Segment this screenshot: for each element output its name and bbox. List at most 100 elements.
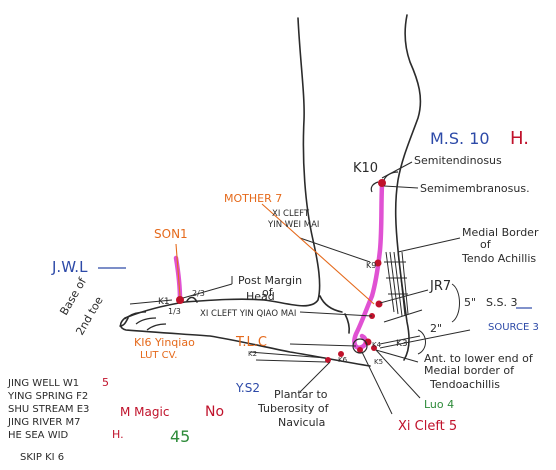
label-medial-border-3: Tendo Achillis xyxy=(461,252,536,265)
point-k9 xyxy=(374,259,382,267)
label-5inch: 5" xyxy=(464,296,476,309)
label-ys2: Y.S2 xyxy=(235,381,260,395)
acupoints xyxy=(176,179,386,363)
label-ms10: M.S. 10 xyxy=(430,129,490,148)
label-ss3: S.S. 3 xyxy=(486,296,517,309)
legend-skip-ki6: SKIP KI 6 xyxy=(20,452,64,463)
leader-son1 xyxy=(175,243,181,297)
label-ms10-h: H. xyxy=(510,128,529,149)
label-xicleft5: Xi Cleft 5 xyxy=(398,419,457,434)
leader-semitendinosus xyxy=(381,161,413,179)
leg-front-contour xyxy=(119,17,371,367)
label-luo4: Luo 4 xyxy=(424,398,454,411)
legend-no: No xyxy=(205,404,224,420)
brace-2inch xyxy=(417,329,426,355)
leg-back-contour xyxy=(394,14,422,361)
hatch-1 xyxy=(385,251,395,313)
label-medial-border-2: of xyxy=(480,238,492,251)
label-k1: K1 xyxy=(158,297,170,307)
toes-sketch xyxy=(124,311,167,331)
leader-base-2nd-toe xyxy=(129,299,173,305)
label-ant-lower-1: Ant. to lower end of xyxy=(424,352,534,365)
label-lut-cv: LUT CV. xyxy=(140,350,177,361)
point-k4 xyxy=(371,345,377,351)
label-semitendinosus: Semitendinosus xyxy=(414,154,502,167)
hatch-3 xyxy=(393,251,403,317)
label-k3: K3. xyxy=(396,339,411,349)
label-son1: SON1 xyxy=(154,227,188,241)
point-k10 xyxy=(378,179,386,187)
five-shu-legend: JING WELL W1 5 YING SPRING F2 SHU STREAM… xyxy=(7,376,224,463)
hatch-2 xyxy=(389,251,399,315)
legend-jing-river: JING RIVER M7 xyxy=(7,417,80,428)
label-source3: SOURCE 3 xyxy=(488,322,539,333)
label-post-margin-2: of xyxy=(262,286,274,299)
leader-plantar xyxy=(299,361,331,393)
label-ratio-23: 2/3 xyxy=(192,289,205,298)
hatch-4 xyxy=(397,251,406,317)
label-ki6-yinqiao: KI6 Yinqiao xyxy=(134,336,195,349)
label-ant-lower-2: Medial border of xyxy=(424,364,515,377)
leg-outline xyxy=(119,14,422,367)
label-k9: K9 xyxy=(366,261,376,270)
label-xicleft-yinwei-2: YIN WEI MAI xyxy=(267,220,319,230)
muscle-line-1 xyxy=(370,181,379,193)
leader-ant-lower xyxy=(375,349,419,363)
label-k5: K5 xyxy=(374,358,383,366)
leader-2inch xyxy=(379,335,421,345)
label-plantar-2: Tuberosity of xyxy=(257,402,330,415)
label-post-margin-1: Post Margin xyxy=(238,274,302,287)
leader-xicleft-yinwei xyxy=(299,237,371,263)
label-k10: K10 xyxy=(353,161,378,176)
leader-xicleft-yinqiao xyxy=(299,311,373,317)
toe-joint-1 xyxy=(186,296,198,303)
label-xicleft-yinwei-1: XI CLEFT xyxy=(272,209,310,219)
brace-5inch xyxy=(451,283,460,323)
point-k6 xyxy=(338,351,344,357)
malleolus-contour xyxy=(344,313,351,334)
leader-jr7 xyxy=(379,289,429,304)
legend-number-45: 45 xyxy=(170,427,190,446)
label-plantar-1: Plantar to xyxy=(274,388,328,401)
leader-medial-border xyxy=(397,237,461,253)
label-jr7: JR7 xyxy=(429,279,451,294)
toe-line-c xyxy=(146,323,167,331)
label-ant-lower-3: Tendoachillis xyxy=(429,378,500,391)
point-k7 xyxy=(375,300,383,308)
point-k5 xyxy=(357,347,363,353)
label-k4: K4 xyxy=(372,341,382,349)
leader-xicleft5 xyxy=(361,351,393,415)
leader-mother7 xyxy=(261,203,375,305)
leader-lines xyxy=(129,161,471,415)
label-post-margin-3: Head xyxy=(246,290,275,303)
toe-line-a xyxy=(124,311,147,320)
label-semimembranosus: Semimembranosus. xyxy=(420,182,530,195)
point-k2 xyxy=(325,357,331,363)
point-k1 xyxy=(176,296,184,304)
ankle-crease xyxy=(319,295,343,313)
legend-shu-stream: SHU STREAM E3 xyxy=(8,404,89,415)
label-medial-border-1: Medial Border xyxy=(462,226,539,239)
legend-jing-well-number: 5 xyxy=(102,376,109,389)
label-tlc: T.L.C xyxy=(235,335,267,350)
achilles-tendon-hatching xyxy=(384,251,409,317)
label-jwl: J.W.L xyxy=(51,258,88,276)
label-k6: K6 xyxy=(338,356,348,364)
leader-luo4 xyxy=(375,349,421,399)
label-plantar-3: Navicula xyxy=(278,416,325,429)
label-2inch: 2" xyxy=(430,322,442,335)
legend-jing-well: JING WELL W1 xyxy=(7,378,79,389)
leader-k2 xyxy=(249,351,327,359)
label-ratio-13: 1/3 xyxy=(168,307,181,316)
meridian-leg-segment xyxy=(352,182,385,350)
label-k2: K2 xyxy=(248,350,257,358)
toe-line-b xyxy=(135,317,157,325)
leader-ys2 xyxy=(255,359,327,363)
leader-5inch xyxy=(383,309,423,323)
label-xicleft-yinqiao: XI CLEFT YIN QIAO MAI xyxy=(200,309,296,319)
leader-post-margin xyxy=(182,283,233,299)
label-mother7: MOTHER 7 xyxy=(224,192,282,205)
legend-ying-spring: YING SPRING F2 xyxy=(7,391,88,402)
